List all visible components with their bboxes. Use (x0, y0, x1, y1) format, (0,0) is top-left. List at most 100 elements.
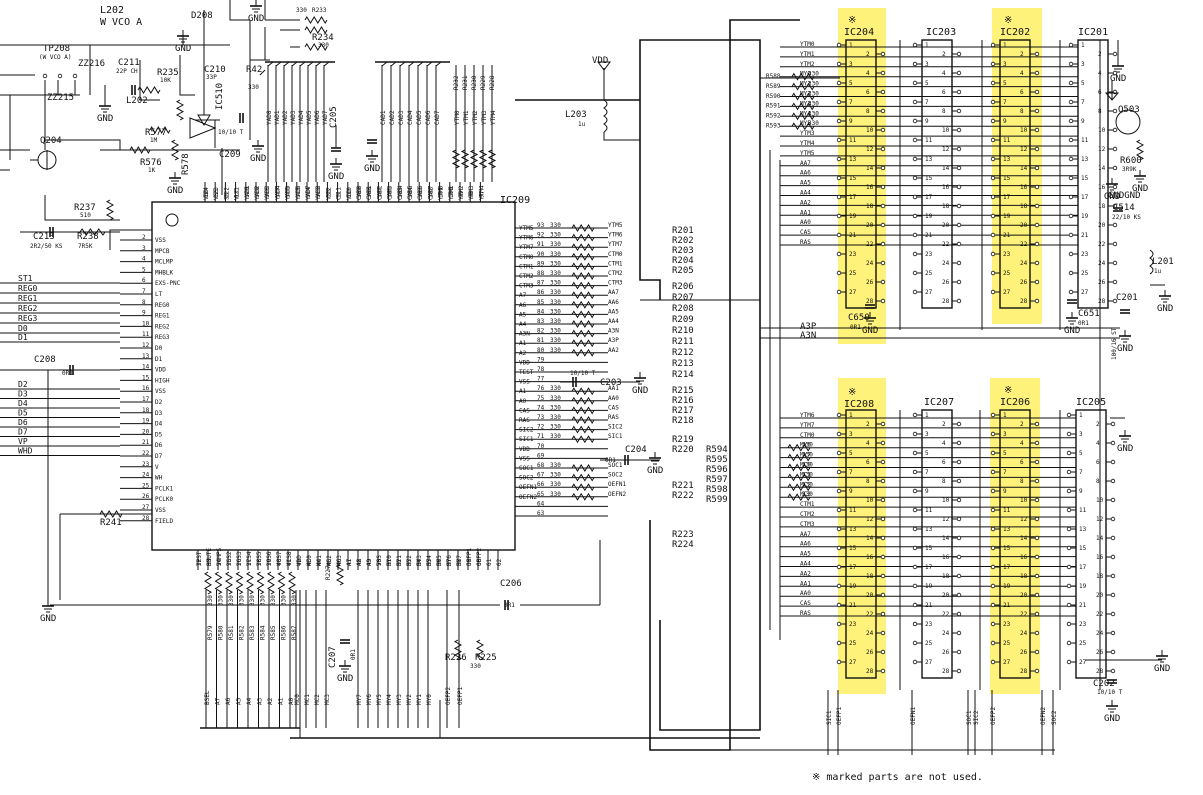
pin-circle (1112, 165, 1118, 171)
ic209-right-pin-name: A1 (519, 388, 527, 395)
r576-val: 1K (148, 167, 156, 174)
ic209-bottom-pin-num: 54 (416, 558, 423, 566)
pin-circle (1066, 621, 1072, 627)
ic203-pin-num: 12 (942, 146, 950, 153)
ic209-left-pin-name: FIELD (155, 518, 173, 525)
c203-val: 10/10 T (570, 370, 596, 377)
ic202-pin-num: 12 (1020, 146, 1028, 153)
right-resistor-ref: R219 (672, 435, 694, 445)
ic209-top-pin-num: 107 (376, 187, 383, 198)
ic205-pin-num: 8 (1096, 478, 1100, 485)
pin-circle (1068, 194, 1074, 200)
pin-circle (1034, 421, 1040, 427)
components (37, 16, 1154, 679)
resistor-symbol (787, 493, 811, 502)
pin-circle (880, 165, 886, 171)
pin-circle (880, 146, 886, 152)
left-signal-name: D4 (18, 399, 28, 408)
ic203-pin-num: 11 (925, 137, 933, 144)
top-bus-label: YTM1 (463, 110, 470, 125)
ground-label: GND (1104, 714, 1120, 724)
resistor-symbol (571, 387, 595, 396)
ic209-right-signal: CTM3 (608, 280, 623, 287)
right-resistor-ref: R206 (672, 282, 694, 292)
r238-val: 7R5K (78, 243, 93, 250)
ic209-bottom-pin-name: YCS5 (256, 551, 263, 566)
pin-circle (1034, 70, 1040, 76)
ic203-pin-num: 19 (925, 213, 933, 220)
resistor-symbol (787, 453, 811, 462)
resistor-symbol (175, 99, 185, 121)
pin-circle (1112, 260, 1118, 266)
ic203-pin-num: 10 (942, 127, 950, 134)
ic209-left-pin-name: D1 (155, 356, 163, 363)
ic209-left-pin-name: PCLK1 (155, 485, 173, 492)
ic209-top-pin-name: CAD3 (387, 185, 394, 200)
tp208-sub: (W VCO A) (39, 54, 72, 61)
pin-circle (1034, 630, 1040, 636)
c204-val: 0R1 (605, 457, 616, 464)
ic202-pin-num: 20 (1020, 222, 1028, 229)
bottom-vertical-label: OEFN2 (1040, 707, 1047, 725)
ic205-pin-num: 4 (1096, 440, 1100, 447)
pin-circle (990, 659, 996, 665)
resistor-symbol (787, 473, 811, 482)
pin-circle (836, 583, 842, 589)
ic209-bottom-pin-name: A2 (356, 558, 363, 566)
pin-circle (1034, 478, 1040, 484)
resistor-symbol (571, 320, 595, 328)
ic206-pin-num: 10 (1020, 497, 1028, 504)
pin-circle (1034, 127, 1040, 133)
pin-circle (880, 108, 886, 114)
bottom-bank-signal-name: AA4 (800, 561, 811, 568)
ic204-pin-num: 25 (849, 270, 857, 277)
top-bus-label: CAD3 (398, 110, 405, 125)
ic201-pin-num: 25 (1081, 270, 1089, 277)
pin-circle (990, 156, 996, 162)
ic201-pin-num: 2 (1098, 51, 1102, 58)
ic203-pin-num: 25 (925, 270, 933, 277)
ground-label: GND (632, 386, 648, 396)
labels: VSS2MPCB3MCLMP4MHBLK5EXS-PNC6LT7REG08REG… (18, 14, 1173, 725)
pin-circle (1068, 99, 1074, 105)
right-resistor-ref: R221 (672, 481, 694, 491)
pin-circle (956, 279, 962, 285)
ground-label: GND (1132, 184, 1148, 194)
ic204-pin-num: 3 (849, 61, 853, 68)
pin-circle (956, 203, 962, 209)
ic209-top-pin-name: VSS (213, 189, 220, 200)
ic204-pin-num: 14 (866, 165, 874, 172)
resistor-value: 330 (808, 110, 819, 117)
resistor-symbol (214, 571, 223, 595)
ic209-right-pin-num: 68 (537, 462, 545, 469)
ic203-pin-num: 24 (942, 260, 950, 267)
ic209-right-pin-num: 79 (537, 356, 545, 363)
pin-circle (990, 431, 996, 437)
resistor-value: 330 (808, 100, 819, 107)
ic207-pin-num: 21 (925, 602, 933, 609)
pin-circle (990, 232, 996, 238)
ic209-body (151, 201, 516, 551)
r235-ref: R235 (157, 68, 179, 78)
ic209-bottom-pin-num: 47 (346, 558, 353, 566)
bottom-resistor-ref: R587 (291, 625, 298, 640)
resistor-value: 330 (550, 289, 561, 296)
ic209-top-pin-num: 123 (213, 187, 220, 198)
ic209-right-pin-name: A7 (519, 292, 527, 299)
resistor-value: 330 (802, 452, 813, 459)
pin-circle (1034, 554, 1040, 560)
ic209-top-pin-num: 101 (438, 187, 445, 198)
pin-circle (1066, 564, 1072, 570)
ic209-right-pin-num: 69 (537, 452, 545, 459)
pin-circle (912, 545, 918, 551)
ic208-pin-num: 12 (866, 516, 874, 523)
pin-circle (956, 241, 962, 247)
ic209-right-pin-name: RAS (519, 417, 530, 424)
top-bank-signal-name: MY4 (800, 110, 811, 117)
ic205-pin-num: 1 (1079, 412, 1083, 419)
ic203-pin-num: 9 (925, 118, 929, 125)
resistor-symbol (791, 112, 815, 121)
ic209-left-pin-num: 5 (142, 266, 146, 273)
right-resistor-ref: R214 (672, 370, 694, 380)
